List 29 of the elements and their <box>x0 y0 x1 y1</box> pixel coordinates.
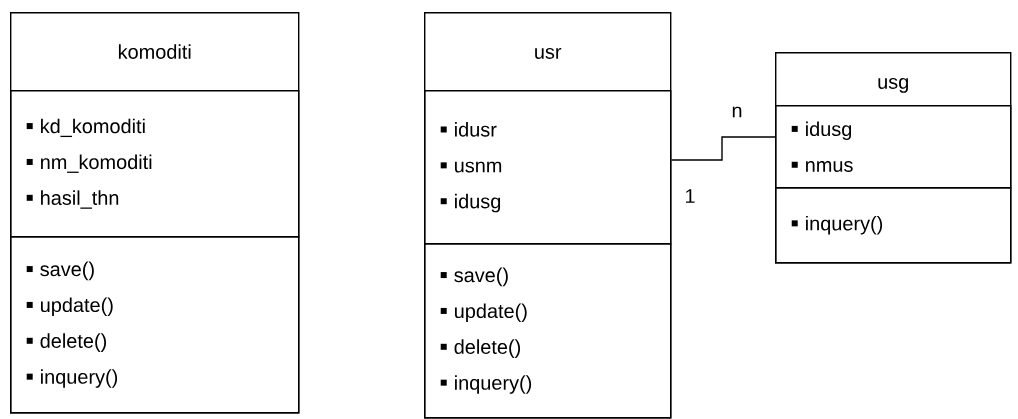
member-item: idusr <box>440 122 497 137</box>
member-item: hasil_thn <box>26 190 119 209</box>
member-item: save() <box>440 267 508 287</box>
member-item: inquery() <box>440 375 532 394</box>
class-name: komoditi <box>118 44 191 59</box>
class-name: usr <box>535 48 562 59</box>
class-name: usg <box>878 78 908 93</box>
class-compartment <box>10 90 300 238</box>
connector-line <box>670 136 776 161</box>
member-item: kd_komoditi <box>26 118 145 138</box>
member-item: update() <box>26 297 113 317</box>
member-item: idusg <box>791 121 852 141</box>
member-item: nmus <box>791 161 853 172</box>
class-compartment <box>424 90 672 245</box>
multiplicity-label: 1 <box>686 189 695 203</box>
member-item: idusg <box>440 193 501 213</box>
class-compartment <box>10 236 300 414</box>
class-compartment <box>775 105 1012 189</box>
multiplicity-label: n <box>732 106 742 118</box>
member-item: save() <box>26 261 94 281</box>
member-item: nm_komoditi <box>26 154 152 173</box>
member-item: update() <box>440 303 527 323</box>
member-item: delete() <box>440 339 521 358</box>
member-item: inquery() <box>26 369 118 388</box>
member-item: delete() <box>26 333 106 352</box>
class-compartment <box>775 187 1012 264</box>
member-item: inquery() <box>791 215 883 235</box>
member-item: usnm <box>440 161 502 173</box>
class-compartment <box>424 243 672 419</box>
